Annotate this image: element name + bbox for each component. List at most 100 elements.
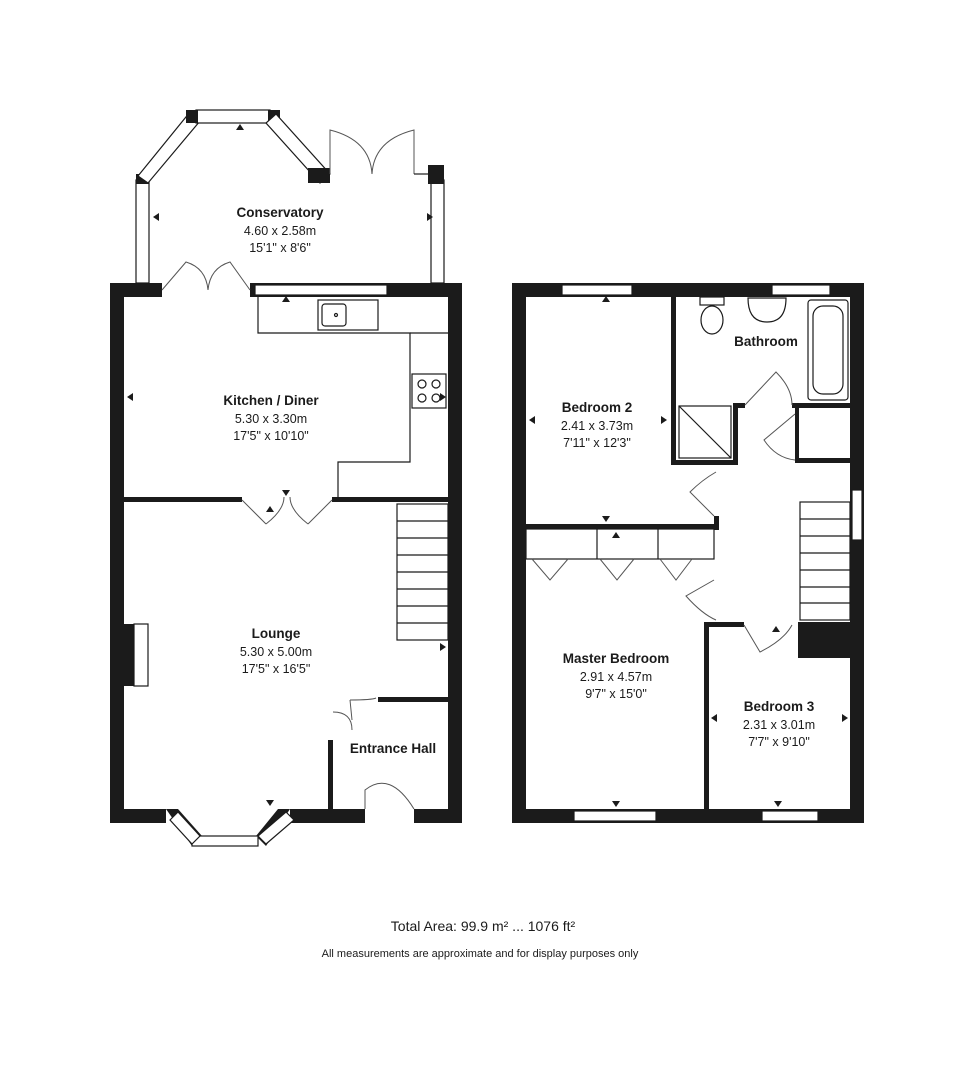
hob-ring bbox=[417, 379, 427, 389]
arrow bbox=[440, 393, 446, 401]
bath bbox=[807, 299, 849, 401]
room-dimensions-metric: 4.60 x 2.58m bbox=[244, 224, 316, 238]
total-area: Total Area: 99.9 m² ... 1076 ft² bbox=[391, 918, 576, 934]
shower bbox=[678, 405, 732, 459]
wall bbox=[704, 622, 709, 809]
wall bbox=[290, 809, 365, 823]
wall bbox=[671, 460, 737, 465]
room-name: Bedroom 2 bbox=[562, 400, 633, 415]
door bbox=[763, 413, 796, 461]
door bbox=[689, 471, 717, 517]
stairs bbox=[799, 501, 851, 621]
toilet bbox=[700, 305, 724, 335]
arrow bbox=[602, 296, 610, 302]
wall bbox=[714, 516, 719, 530]
wall bbox=[733, 403, 745, 408]
disclaimer: All measurements are approximate and for… bbox=[322, 948, 639, 960]
arrow bbox=[282, 490, 290, 496]
window bbox=[771, 284, 831, 296]
wardrobe bbox=[525, 528, 715, 581]
arrow bbox=[236, 124, 244, 130]
room-dimensions-imperial: 15'1" x 8'6" bbox=[249, 241, 311, 255]
wall bbox=[795, 458, 850, 463]
window bbox=[430, 179, 445, 284]
chimney-breast bbox=[124, 624, 134, 686]
front-door bbox=[364, 782, 415, 810]
arrow bbox=[842, 714, 848, 722]
sink bbox=[317, 299, 379, 331]
ground-floor: Conservatory 4.60 x 2.58m 15'1" x 8'6" K… bbox=[110, 109, 462, 847]
wall bbox=[448, 283, 462, 823]
arrow bbox=[427, 213, 433, 221]
window bbox=[195, 109, 271, 124]
arrow bbox=[127, 393, 133, 401]
window bbox=[169, 811, 201, 845]
door bbox=[744, 371, 793, 406]
room-name: Bedroom 3 bbox=[744, 699, 815, 714]
wall bbox=[414, 809, 462, 823]
wall bbox=[110, 283, 124, 823]
hob-ring bbox=[431, 393, 441, 403]
wall bbox=[110, 809, 166, 823]
arrow bbox=[282, 296, 290, 302]
french-doors bbox=[161, 261, 251, 291]
wall bbox=[795, 403, 799, 463]
worktop bbox=[257, 297, 411, 497]
room-name: Kitchen / Diner bbox=[223, 393, 319, 408]
wall bbox=[328, 740, 333, 809]
arrow bbox=[772, 626, 780, 632]
room-dimensions-imperial: 9'7" x 15'0" bbox=[585, 687, 647, 701]
wall bbox=[671, 297, 676, 465]
hob-ring bbox=[431, 379, 441, 389]
arrow bbox=[602, 516, 610, 522]
arrow bbox=[661, 416, 667, 424]
window bbox=[254, 284, 388, 296]
bath-inner bbox=[812, 305, 844, 395]
room-dimensions-imperial: 7'7" x 9'10" bbox=[748, 735, 810, 749]
room-dimensions-imperial: 7'11" x 12'3" bbox=[563, 436, 631, 450]
room-dimensions-metric: 2.41 x 3.73m bbox=[561, 419, 633, 433]
room-name: Master Bedroom bbox=[563, 651, 670, 666]
arrow bbox=[612, 801, 620, 807]
room-dimensions-imperial: 17'5" x 16'5" bbox=[242, 662, 311, 676]
room-name: Bathroom bbox=[734, 334, 798, 349]
arrow bbox=[153, 213, 159, 221]
sink-bowl bbox=[321, 303, 347, 327]
wall bbox=[704, 622, 744, 627]
wall bbox=[733, 403, 738, 465]
room-name: Entrance Hall bbox=[350, 741, 436, 756]
room-dimensions-imperial: 17'5" x 10'10" bbox=[233, 429, 309, 443]
french-doors bbox=[329, 129, 415, 175]
hob bbox=[411, 373, 447, 409]
fireplace bbox=[133, 623, 149, 687]
shower-line bbox=[678, 405, 732, 459]
bay-window bbox=[191, 835, 259, 847]
door bbox=[743, 624, 793, 653]
first-floor: Bathroom Bedroom 2 2.41 x 3.73m 7'11" x … bbox=[512, 283, 864, 823]
arrow bbox=[440, 643, 446, 651]
window bbox=[135, 179, 150, 284]
wall bbox=[124, 497, 242, 502]
window bbox=[573, 810, 657, 822]
door bbox=[332, 711, 353, 731]
room-name: Lounge bbox=[252, 626, 301, 641]
sink-drain bbox=[333, 312, 339, 318]
window bbox=[561, 284, 633, 296]
double-door bbox=[241, 496, 333, 525]
room-dimensions-metric: 5.30 x 3.30m bbox=[235, 412, 307, 426]
arrow bbox=[266, 800, 274, 806]
arrow bbox=[266, 506, 274, 512]
door bbox=[685, 579, 717, 621]
room-dimensions-metric: 2.31 x 3.01m bbox=[743, 718, 815, 732]
chimney bbox=[798, 622, 850, 658]
room-dimensions-metric: 5.30 x 5.00m bbox=[240, 645, 312, 659]
arrow bbox=[529, 416, 535, 424]
stairs bbox=[396, 503, 449, 641]
wall bbox=[512, 283, 526, 823]
hob-ring bbox=[417, 393, 427, 403]
arrow bbox=[711, 714, 717, 722]
wall bbox=[332, 497, 448, 502]
door bbox=[349, 697, 377, 721]
window bbox=[761, 810, 819, 822]
